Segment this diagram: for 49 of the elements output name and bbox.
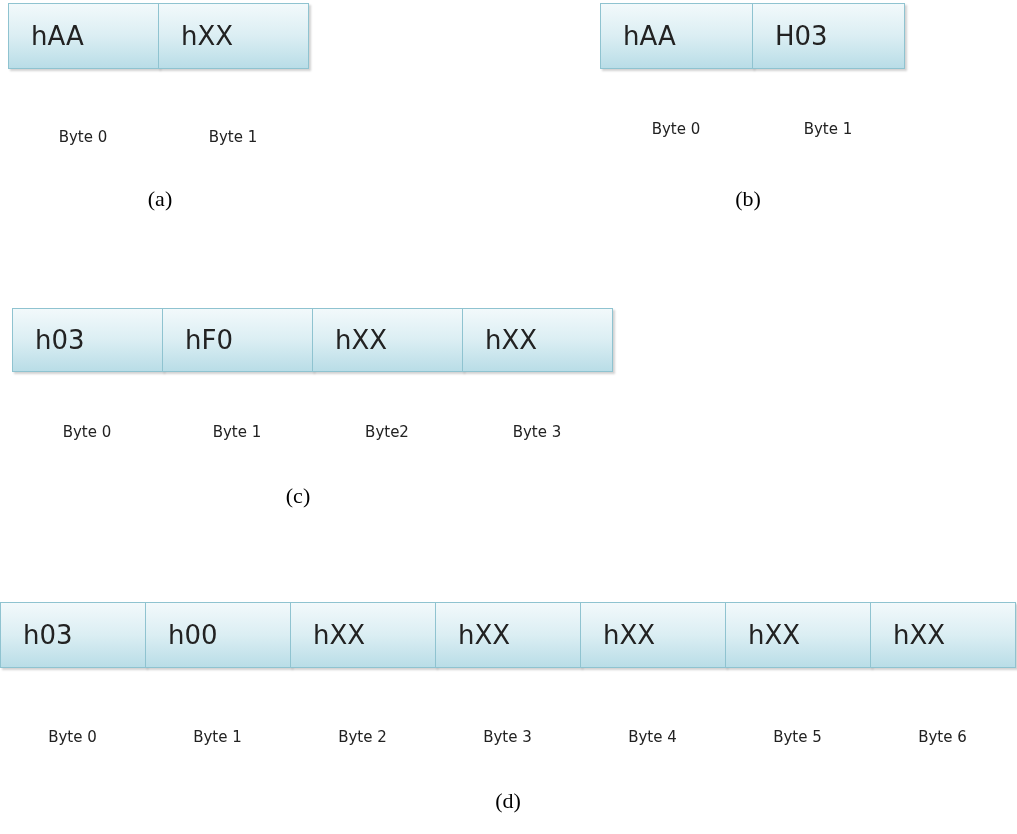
- byte-cell: [725, 602, 871, 668]
- byte-value: hXX: [181, 21, 234, 51]
- byte-value: h03: [23, 620, 73, 650]
- byte-label: Byte 0: [48, 728, 97, 746]
- byte-label: Byte 5: [773, 728, 822, 746]
- byte-cell: [145, 602, 291, 668]
- byte-cell: [870, 602, 1016, 668]
- byte-value: h00: [168, 620, 218, 650]
- subfigure-caption: (a): [147, 186, 173, 212]
- byte-cell: [312, 308, 463, 372]
- byte-value: H03: [775, 21, 828, 51]
- byte-cell: [8, 3, 159, 69]
- byte-value: hXX: [748, 620, 801, 650]
- byte-value: hXX: [458, 620, 511, 650]
- byte-value: hF0: [185, 325, 233, 355]
- byte-cell: [162, 308, 313, 372]
- byte-label: Byte 0: [62, 423, 112, 441]
- byte-value: hXX: [603, 620, 656, 650]
- byte-cell: [752, 3, 905, 69]
- byte-value: h03: [35, 325, 85, 355]
- byte-value: hXX: [485, 325, 538, 355]
- byte-value: hXX: [313, 620, 366, 650]
- subfigure-caption: (b): [735, 186, 761, 212]
- subfigure-caption: (d): [495, 788, 521, 814]
- byte-cell: [600, 3, 753, 69]
- subfigure-caption: (c): [285, 483, 311, 509]
- byte-value: hAA: [623, 21, 676, 51]
- byte-cell: [580, 602, 726, 668]
- byte-cell: [290, 602, 436, 668]
- byte-label: Byte 6: [918, 728, 967, 746]
- byte-cell: [435, 602, 581, 668]
- byte-label: Byte 0: [651, 120, 701, 138]
- byte-label: Byte 1: [212, 423, 262, 441]
- byte-value: hXX: [893, 620, 946, 650]
- byte-label: Byte 3: [512, 423, 562, 441]
- byte-label: Byte 2: [338, 728, 387, 746]
- byte-label: Byte 0: [58, 128, 108, 146]
- byte-label: Byte 1: [208, 128, 258, 146]
- byte-value: hAA: [31, 21, 84, 51]
- byte-label: Byte 4: [628, 728, 677, 746]
- byte-cell: [158, 3, 309, 69]
- byte-label: Byte2: [365, 423, 409, 441]
- byte-cell: [0, 602, 146, 668]
- byte-label: Byte 3: [483, 728, 532, 746]
- byte-label: Byte 1: [803, 120, 853, 138]
- byte-cell: [12, 308, 163, 372]
- byte-label: Byte 1: [193, 728, 242, 746]
- byte-value: hXX: [335, 325, 388, 355]
- byte-cell: [462, 308, 613, 372]
